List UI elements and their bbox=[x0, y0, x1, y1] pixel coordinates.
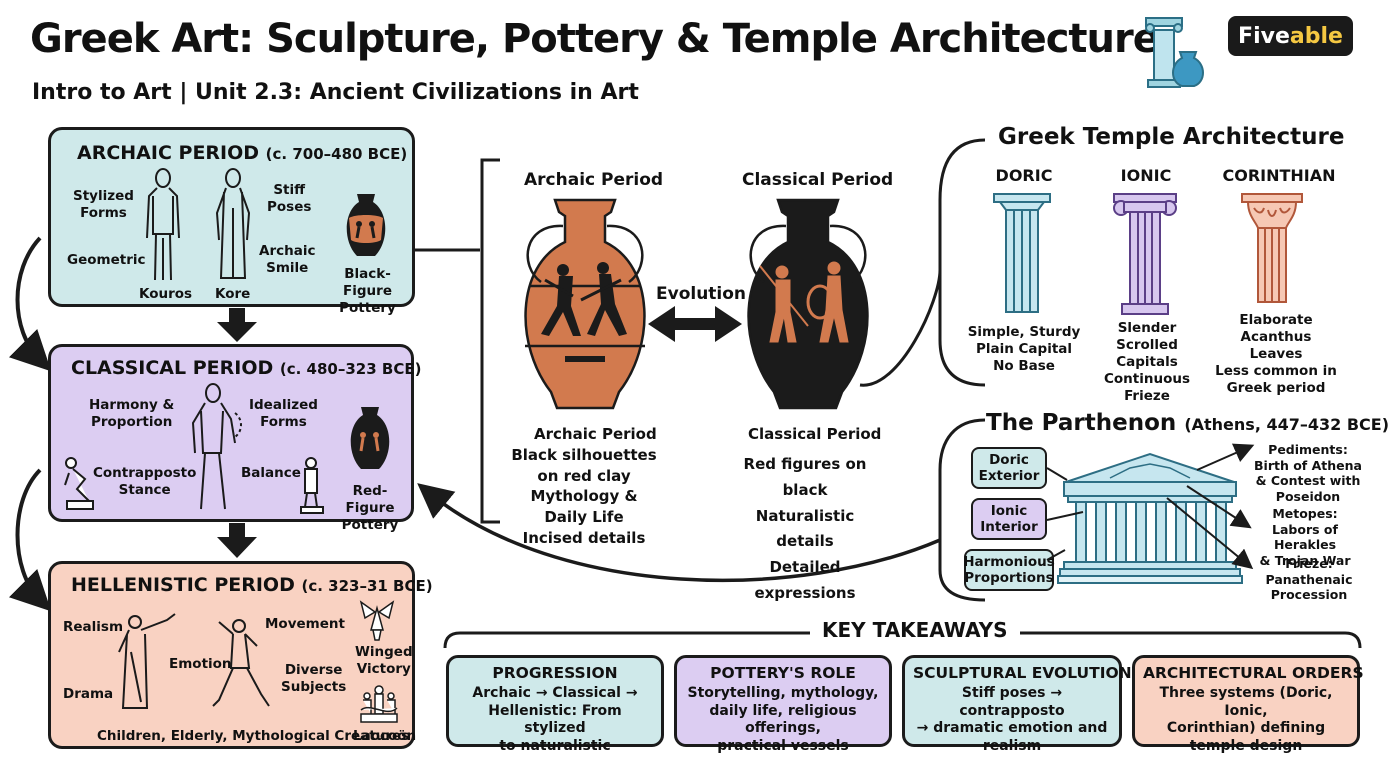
children-label: Children, Elderly, Mythological Creature… bbox=[97, 728, 410, 744]
takeaway-sculpture: SCULPTURAL EVOLUTION Stiff poses → contr… bbox=[902, 655, 1132, 754]
laocoon-icon bbox=[360, 685, 398, 723]
archaic-vase-heading: Archaic Period bbox=[524, 170, 664, 190]
corinthian-heading: CORINTHIAN bbox=[1222, 166, 1336, 185]
parthenon-heading: The Parthenon (Athens, 447–432 BCE) bbox=[986, 410, 1389, 436]
realism-label: Realism bbox=[63, 619, 124, 635]
page-subtitle: Intro to Art | Unit 2.3: Ancient Civiliz… bbox=[32, 80, 639, 105]
discobolus-icon bbox=[64, 457, 94, 510]
red-figure-label: Red-Figure Pottery bbox=[341, 483, 399, 533]
return-arrow bbox=[417, 483, 941, 583]
takeaway-architecture: ARCHITECTURAL ORDERS Three systems (Dori… bbox=[1132, 655, 1364, 754]
ionic-column-icon bbox=[1113, 193, 1177, 315]
ionic-heading: IONIC bbox=[1120, 166, 1172, 185]
temple-title: Greek Temple Architecture bbox=[998, 124, 1345, 150]
harmony-label: Harmony & Proportion bbox=[89, 397, 175, 430]
classical-desc: Red figures on black Naturalistic detail… bbox=[743, 455, 867, 602]
column-vase-icon bbox=[1145, 17, 1204, 88]
red-figure-vase-icon bbox=[350, 407, 390, 469]
takeaway-progression: PROGRESSION Archaic → Classical → Hellen… bbox=[446, 655, 664, 754]
evolution-label: Evolution bbox=[656, 284, 747, 304]
doric-desc: Simple, Sturdy Plain Capital No Base bbox=[967, 324, 1081, 374]
kore-label: Kore bbox=[215, 286, 251, 302]
corinthian-column-icon bbox=[1241, 193, 1303, 303]
archaic-geometric-label: Geometric bbox=[67, 252, 146, 268]
doric-column-icon bbox=[993, 193, 1051, 313]
idealized-label: Idealized Forms bbox=[249, 397, 318, 430]
hellenistic-panel: HELLENISTIC PERIOD (c. 323–31 BCE) Reali… bbox=[48, 561, 433, 749]
archaic-amphora-icon bbox=[524, 198, 646, 410]
classical-panel: CLASSICAL PERIOD (c. 480–323 BCE) Harmon… bbox=[48, 344, 421, 533]
key-takeaways-title: KEY TAKEAWAYS bbox=[810, 618, 1020, 642]
archaic-smile-label: Archaic Smile bbox=[259, 243, 316, 276]
archaic-panel: ARCHAIC PERIOD (c. 700–480 BCE) Stylized… bbox=[48, 127, 415, 316]
evolution-arrow bbox=[648, 306, 742, 342]
archaic-desc: Black silhouettes on red clay Mythology … bbox=[511, 446, 657, 547]
parthenon-icon bbox=[1057, 452, 1243, 584]
winged-victory-icon bbox=[359, 600, 395, 641]
ionic-interior-box: Ionic Interior bbox=[971, 498, 1047, 540]
kouros-label: Kouros bbox=[139, 286, 193, 302]
black-figure-label: Black-Figure Pottery bbox=[339, 266, 396, 316]
emotion-label: Emotion bbox=[169, 656, 232, 672]
black-figure-vase-icon bbox=[346, 194, 386, 256]
ionic-desc: Slender Scrolled Capitals Continuous Fri… bbox=[1103, 320, 1191, 404]
takeaway-pottery: POTTERY'S ROLE Storytelling, mythology, … bbox=[674, 655, 892, 754]
metopes-label: Metopes: Labors of Herakles & Trojan War bbox=[1259, 506, 1351, 568]
movement-label: Movement bbox=[265, 616, 345, 632]
doryphoros-icon bbox=[191, 383, 242, 510]
archaic-heading: ARCHAIC PERIOD (c. 700–480 BCE) bbox=[77, 142, 408, 164]
laocoon-label: Laocoön bbox=[353, 728, 417, 744]
classical-heading: CLASSICAL PERIOD (c. 480–323 BCE) bbox=[71, 357, 422, 379]
down-arrow-1 bbox=[217, 308, 257, 342]
orator-icon bbox=[118, 613, 176, 709]
archaic-stylized-label: Stylized Forms bbox=[73, 188, 134, 221]
diverse-label: Diverse Subjects bbox=[281, 662, 347, 695]
kore-icon bbox=[215, 168, 251, 279]
stiff-poses-label: Stiff Poses bbox=[267, 182, 312, 215]
drama-label: Drama bbox=[63, 686, 114, 702]
classical-amphora-icon bbox=[747, 198, 869, 410]
doric-heading: DORIC bbox=[995, 166, 1053, 185]
curve-arrow-1 bbox=[8, 236, 52, 372]
classical-vase-heading: Classical Period bbox=[742, 170, 894, 190]
classical-desc-title: Classical Period bbox=[748, 425, 882, 443]
pottery-bracket bbox=[480, 158, 500, 524]
contrapposto-label: Contrapposto Stance bbox=[93, 465, 197, 498]
balance-label: Balance bbox=[241, 465, 301, 481]
winged-victory-label: Winged Victory bbox=[355, 644, 413, 677]
curve-arrow-2 bbox=[8, 468, 52, 612]
kouros-icon bbox=[146, 168, 180, 281]
down-arrow-2 bbox=[217, 523, 257, 558]
frieze-label: Frieze: Panathenaic Procession bbox=[1265, 556, 1353, 603]
boxer-icon bbox=[212, 619, 270, 707]
corinthian-desc: Elaborate Acanthus Leaves Less common in… bbox=[1215, 312, 1337, 396]
parthenon-leader-lines bbox=[1046, 443, 1255, 570]
harmonious-box: Harmonious Proportions bbox=[963, 549, 1055, 591]
doric-exterior-box: Doric Exterior bbox=[971, 447, 1047, 489]
archaic-desc-title: Archaic Period bbox=[534, 425, 657, 443]
statue-icon bbox=[300, 457, 324, 514]
pediments-label: Pediments: Birth of Athena & Contest wit… bbox=[1254, 442, 1362, 504]
hellenistic-heading: HELLENISTIC PERIOD (c. 323–31 BCE) bbox=[71, 574, 433, 596]
page-title: Greek Art: Sculpture, Pottery & Temple A… bbox=[30, 16, 1160, 62]
